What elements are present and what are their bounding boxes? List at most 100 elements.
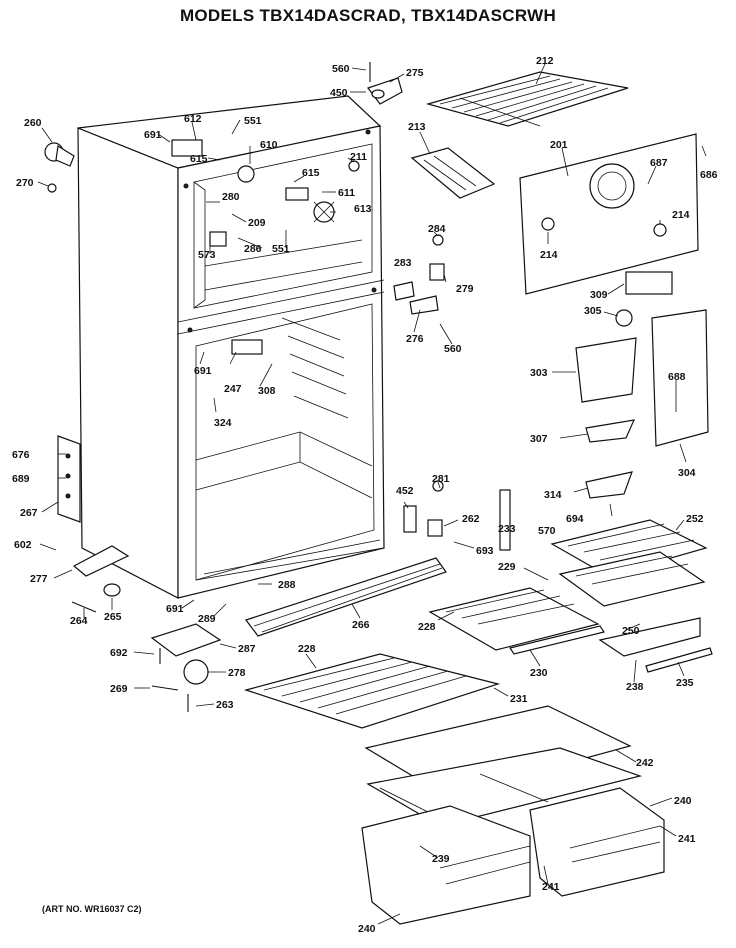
label-209: 209 [248, 217, 266, 229]
evaporator-cover-panel [519, 133, 699, 295]
label-276: 276 [406, 333, 424, 345]
label-615: 615 [190, 153, 208, 165]
label-275: 275 [406, 67, 424, 79]
label-281: 281 [432, 473, 450, 485]
label-267: 267 [20, 507, 38, 519]
label-277: 277 [30, 573, 48, 585]
label-283: 283 [394, 257, 412, 269]
label-214b: 214 [672, 209, 690, 221]
label-240a: 240 [674, 795, 692, 807]
label-228b: 228 [298, 643, 316, 655]
label-687: 687 [650, 157, 668, 169]
shelf-bracket [499, 489, 511, 551]
label-613: 613 [354, 203, 372, 215]
label-303: 303 [530, 367, 548, 379]
label-278: 278 [228, 667, 246, 679]
wire-shelf-upper-right [550, 519, 708, 577]
label-305: 305 [584, 305, 602, 317]
label-252: 252 [686, 513, 704, 525]
label-686: 686 [700, 169, 718, 181]
label-269: 269 [110, 683, 128, 695]
label-610: 610 [260, 139, 278, 151]
wire-shelf-right [558, 551, 706, 607]
glass-trim [645, 647, 713, 673]
freezer-fan-assembly [171, 139, 360, 247]
label-286: 286 [244, 243, 262, 255]
drain-trough [429, 263, 445, 281]
label-213: 213 [408, 121, 426, 133]
label-602: 602 [14, 539, 32, 551]
label-242: 242 [636, 757, 654, 769]
label-280: 280 [222, 191, 240, 203]
label-691c: 691 [166, 603, 184, 615]
art-number: (ART NO. WR16037 C2) [42, 904, 142, 914]
label-270: 270 [16, 177, 34, 189]
label-560b: 560 [444, 343, 462, 355]
label-241a: 241 [678, 833, 696, 845]
shelf-frame [598, 617, 701, 657]
bottom-hinge [72, 545, 130, 577]
label-308: 308 [258, 385, 276, 397]
label-241b: 241 [542, 881, 560, 893]
label-307: 307 [530, 433, 548, 445]
top-hinge [367, 62, 403, 105]
light-socket [585, 471, 633, 499]
hinge-bracket [57, 435, 81, 523]
shelf-trim [509, 625, 605, 655]
part-labels: 560 275 450 212 260 270 691 612 551 615 … [12, 55, 718, 935]
hinge-pin-bracket [150, 623, 222, 657]
label-211: 211 [350, 151, 367, 163]
label-324: 324 [214, 417, 232, 429]
label-309: 309 [590, 289, 608, 301]
label-279: 279 [456, 283, 474, 295]
cabinet [77, 95, 385, 599]
bracket [393, 281, 415, 301]
label-262: 262 [462, 513, 480, 525]
freezer-wire-shelf [425, 71, 629, 127]
label-560: 560 [332, 63, 350, 75]
label-314: 314 [544, 489, 562, 501]
diagram-title: MODELS TBX14DASCRAD, TBX14DASCRWH [179, 6, 557, 25]
label-289: 289 [198, 613, 216, 625]
label-238: 238 [626, 681, 644, 693]
label-264: 264 [70, 615, 88, 627]
wire-shelf-lower [243, 653, 501, 729]
left-side-hinge [44, 142, 75, 193]
label-570: 570 [538, 525, 556, 537]
damper [585, 419, 636, 443]
label-231: 231 [510, 693, 528, 705]
label-692: 692 [110, 647, 128, 659]
label-284: 284 [428, 223, 446, 235]
retainer [409, 295, 439, 315]
control-label [625, 271, 673, 295]
label-260: 260 [24, 117, 42, 129]
crisper-drawer-left [361, 805, 531, 925]
label-573: 573 [198, 249, 216, 261]
label-612: 612 [184, 113, 202, 125]
label-288: 288 [278, 579, 296, 591]
label-233: 233 [498, 523, 516, 535]
roller-screw [71, 601, 97, 613]
label-212: 212 [536, 55, 554, 67]
label-266: 266 [352, 619, 370, 631]
label-201: 201 [550, 139, 568, 151]
grommet [432, 480, 444, 492]
light-bracket [231, 339, 263, 355]
label-239: 239 [432, 853, 450, 865]
shelf-support [427, 519, 443, 537]
label-287: 287 [238, 643, 256, 655]
crisper-drawer-right [529, 787, 665, 897]
label-265: 265 [104, 611, 122, 623]
label-250: 250 [622, 625, 640, 637]
label-693: 693 [476, 545, 494, 557]
label-551b: 551 [272, 243, 290, 255]
label-615b: 615 [302, 167, 320, 179]
label-263: 263 [216, 699, 234, 711]
label-611: 611 [338, 187, 355, 199]
label-691: 691 [144, 129, 162, 141]
wire-shelf-middle [428, 587, 600, 651]
label-229: 229 [498, 561, 516, 573]
label-676: 676 [12, 449, 30, 461]
